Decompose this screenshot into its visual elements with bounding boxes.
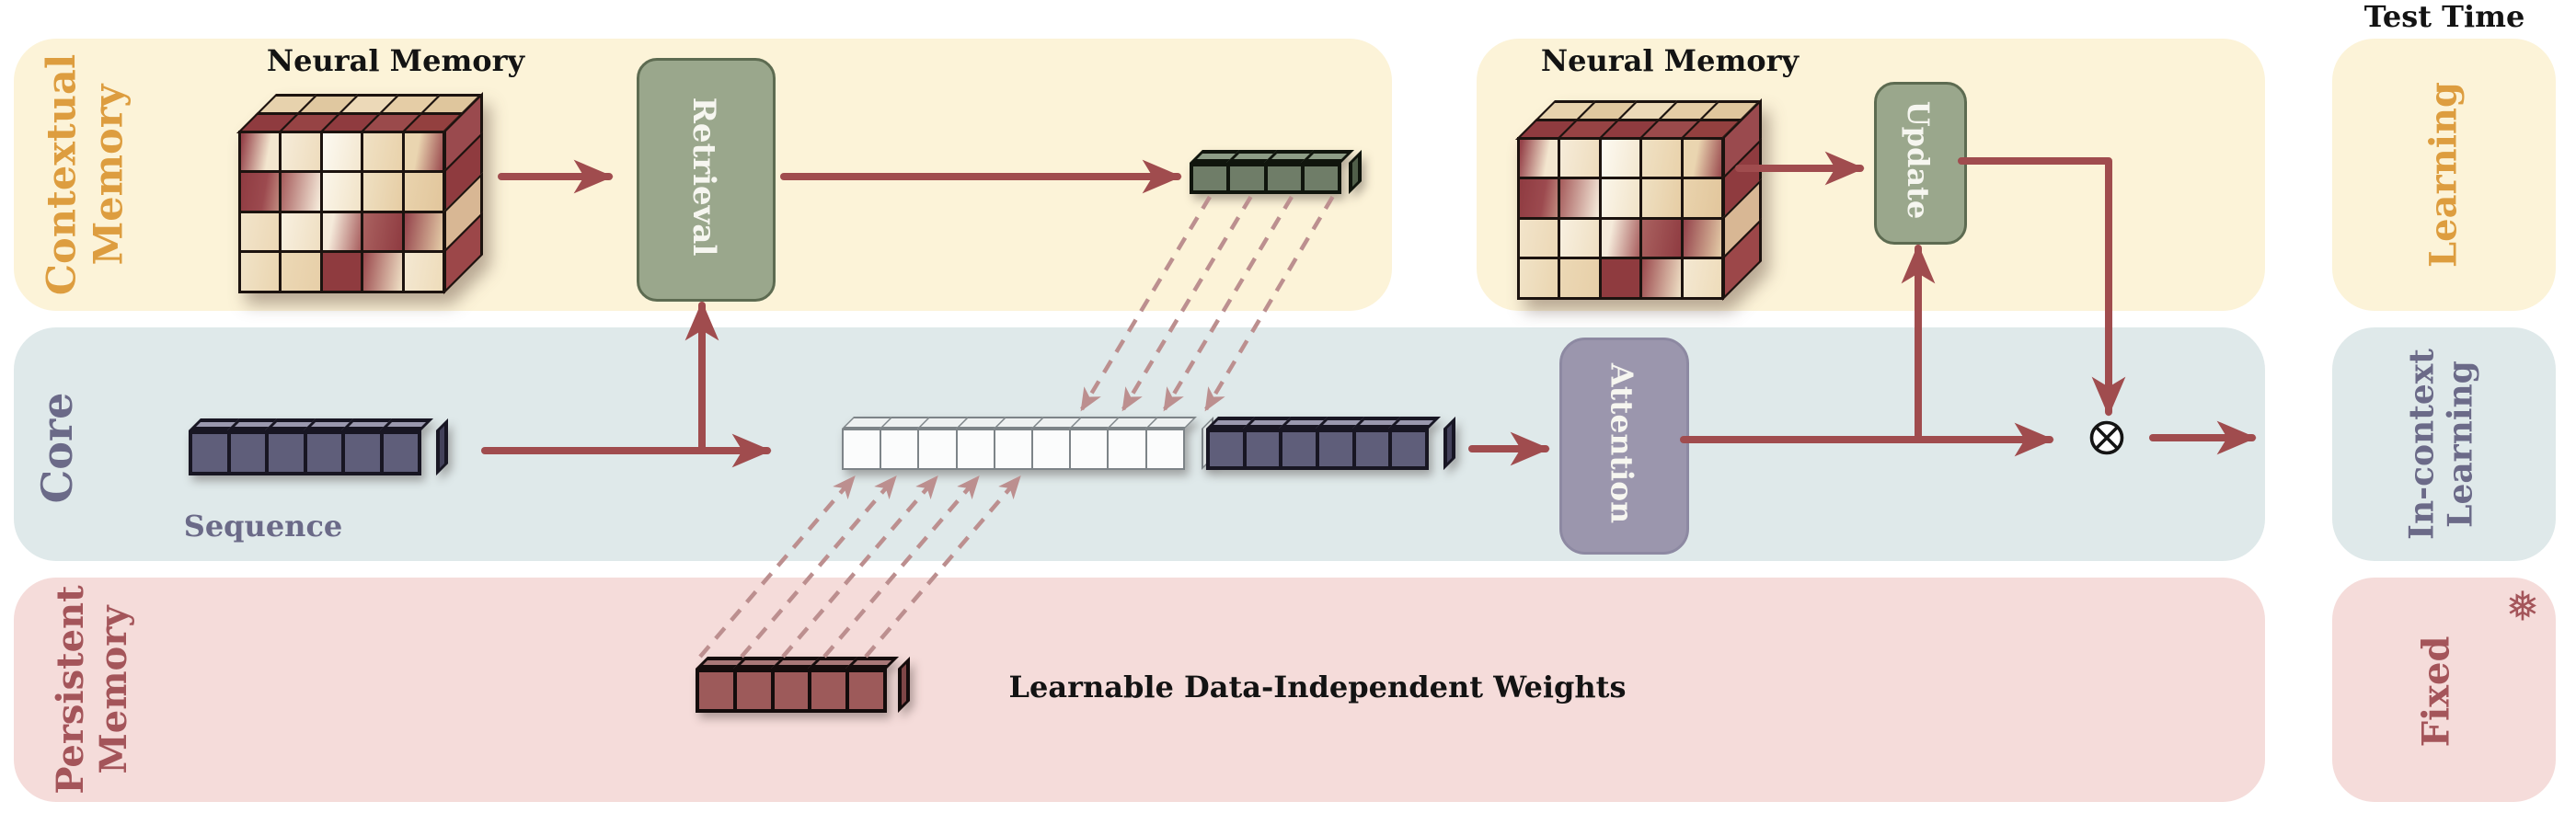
persistent-memory-band (14, 578, 2265, 802)
retrieval-label: Retrieval (685, 97, 722, 257)
persistent-weights-vector (696, 657, 914, 713)
retrieval-node (637, 58, 776, 302)
sequence-label: Sequence (183, 509, 343, 544)
core-label: Core (32, 392, 82, 504)
context-window-vector (842, 417, 1215, 470)
learning-box (2332, 39, 2556, 311)
fixed-label: Fixed (2414, 636, 2458, 748)
current-tokens-vector (1206, 417, 1459, 470)
contextual-line-2: Memory (86, 84, 132, 266)
in-context-line-1: In-context (2402, 349, 2442, 540)
fixed-box (2332, 578, 2556, 802)
neural-memory-cube-left (236, 92, 484, 294)
in-context-learning-label: In-context Learning (2403, 349, 2481, 540)
contextual-memory-label: Contextual Memory (39, 54, 132, 295)
snowflake-icon: ❅ (2505, 583, 2540, 631)
sequence-vector (189, 418, 452, 475)
neural-memory-title-right: Neural Memory (1540, 43, 1800, 78)
neural-memory-cube-right (1515, 98, 1763, 301)
in-context-learning-box (2332, 327, 2556, 561)
contextual-line-1: Contextual (39, 53, 86, 296)
persistent-line-2: Memory (92, 605, 135, 774)
learning-label: Learning (2421, 82, 2466, 268)
retrieved-memory-vector (1190, 150, 1365, 194)
persistent-line-1: Persistent (48, 585, 92, 795)
update-label: Update (1901, 100, 1936, 220)
test-time-title: Test Time (2363, 0, 2525, 34)
persistent-memory-label: Persistent Memory (49, 585, 135, 794)
attention-node (1559, 338, 1689, 555)
neural-memory-title-left: Neural Memory (266, 43, 525, 78)
attention-label: Attention (1604, 362, 1640, 524)
in-context-line-2: Learning (2442, 361, 2480, 528)
weights-label: Learnable Data-Independent Weights (1008, 670, 1627, 704)
